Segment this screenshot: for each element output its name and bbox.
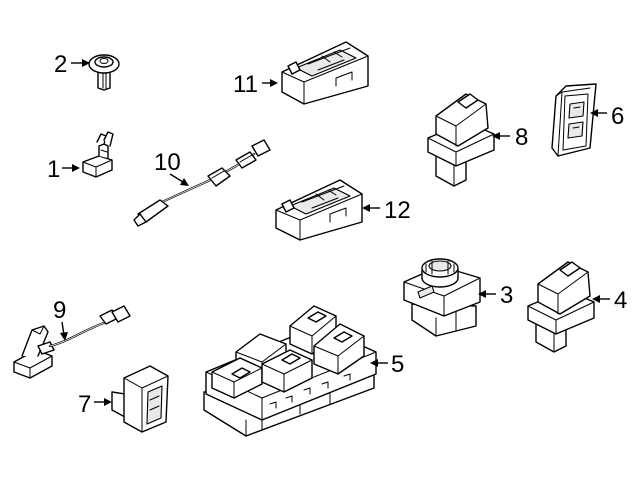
part-2-push-clip	[88, 54, 120, 91]
callout-4: 4	[592, 287, 627, 314]
svg-text:12: 12	[384, 197, 411, 224]
svg-text:6: 6	[611, 103, 624, 130]
callout-6: 6	[590, 103, 624, 130]
callout-10: 10	[154, 149, 189, 186]
part-7-rocker-switch	[111, 365, 169, 433]
part-12-switch-bezel	[275, 179, 363, 241]
svg-text:10: 10	[154, 149, 181, 176]
part-11-switch-bezel	[281, 41, 369, 105]
part-6-switch-bezel	[551, 83, 597, 157]
svg-text:11: 11	[233, 71, 258, 98]
part-8-window-switch	[427, 93, 495, 187]
svg-text:8: 8	[515, 124, 528, 151]
part-3-mirror-switch	[403, 258, 481, 337]
callout-9: 9	[53, 297, 68, 341]
callout-12: 12	[362, 197, 411, 224]
callout-7: 7	[78, 391, 112, 418]
callout-3: 3	[478, 282, 513, 309]
part-4-window-switch	[527, 261, 595, 353]
callout-8: 8	[492, 124, 528, 151]
svg-text:5: 5	[391, 351, 404, 378]
svg-text:7: 7	[78, 391, 91, 418]
svg-text:1: 1	[47, 156, 60, 183]
callout-2: 2	[54, 51, 90, 78]
part-1-bracket-switch	[82, 131, 114, 178]
callout-1: 1	[47, 156, 80, 183]
svg-text:9: 9	[53, 297, 66, 324]
part-10-wiring-harness	[133, 139, 271, 227]
svg-text:2: 2	[54, 51, 67, 78]
part-9-bracket-harness	[13, 305, 131, 379]
callout-11: 11	[233, 71, 278, 98]
svg-text:4: 4	[614, 287, 627, 314]
part-5-master-window-switch	[203, 305, 377, 437]
callout-5: 5	[370, 351, 404, 378]
svg-text:3: 3	[500, 282, 513, 309]
